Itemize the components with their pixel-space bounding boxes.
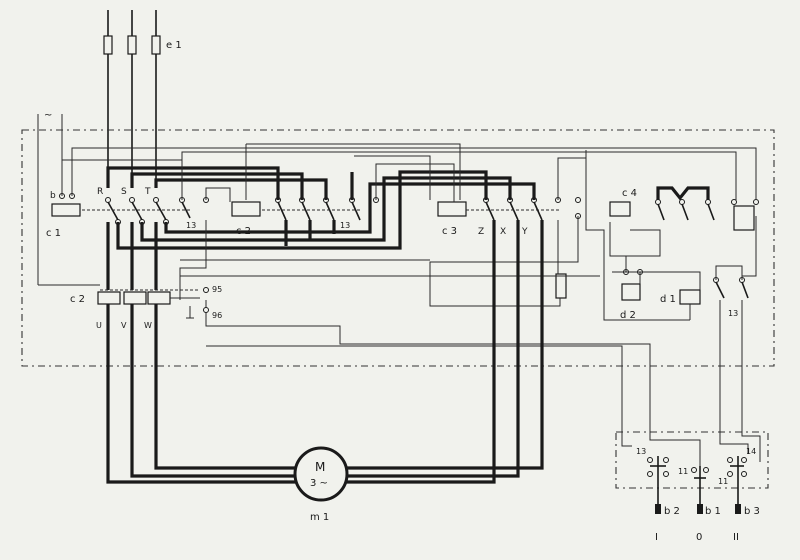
- motor-m1: M 3 ~ m 1: [293, 446, 349, 523]
- terminal-14: 14: [746, 447, 756, 456]
- motor-letter: M: [315, 460, 325, 474]
- phase-r: R: [97, 187, 103, 197]
- coil-d2: [621, 283, 641, 301]
- coil-c2: [231, 201, 261, 217]
- contactor-c1: b c 1: [46, 191, 81, 239]
- control-enclosure: [615, 431, 769, 489]
- phase-s: S: [121, 187, 127, 197]
- overload-relay: c 2 95 96 U V W: [70, 285, 222, 330]
- aux-13-b: 13: [340, 221, 350, 230]
- label-d1: d 1: [660, 294, 676, 305]
- label-overload: c 2: [70, 294, 85, 305]
- terminal-11-a: 11: [678, 467, 688, 476]
- fuse-r: [103, 35, 113, 55]
- position-0: 0: [696, 532, 702, 543]
- main-contacts: 13: [82, 197, 196, 230]
- terminal-11-b: 11: [718, 477, 728, 486]
- label-c3: c 3: [442, 226, 457, 237]
- ac-symbol: ~: [44, 110, 52, 121]
- terminal-b: b: [50, 191, 56, 201]
- terminal-u: U: [96, 321, 102, 330]
- coil-c4: [609, 201, 631, 217]
- terminal-13: 13: [636, 447, 646, 456]
- motor-phase: 3 ~: [310, 478, 328, 489]
- terminal-95: 95: [212, 285, 222, 294]
- position-ii: II: [733, 532, 739, 543]
- button-b2-actuator: [655, 504, 661, 514]
- button-b1-label: b 1: [705, 506, 721, 517]
- terminal-x: X: [500, 227, 506, 237]
- terminal-v: V: [121, 321, 127, 330]
- label-c1: c 1: [46, 228, 61, 239]
- coil-c3: [437, 201, 467, 217]
- terminal-z: Z: [478, 227, 484, 237]
- power-wiring: [106, 166, 536, 290]
- label-d2: d 2: [620, 310, 636, 321]
- terminal-w: W: [144, 321, 152, 330]
- fuse-group: e 1: [103, 10, 182, 55]
- relay-d1: d 1 13: [660, 277, 749, 318]
- position-i: I: [655, 532, 658, 543]
- fuse-t: [151, 35, 161, 55]
- resistor: [555, 273, 567, 299]
- terminal-y: Y: [521, 227, 528, 237]
- aux-13-a: 13: [186, 221, 196, 230]
- button-b3-actuator: [735, 504, 741, 514]
- contactor-c4: c 4: [609, 186, 759, 231]
- contactor-c3: c 3 Z X Y: [437, 197, 581, 237]
- button-b2-label: b 2: [664, 506, 680, 517]
- motor-label: m 1: [310, 512, 329, 523]
- terminal-96: 96: [212, 311, 222, 320]
- coil-d1: [679, 289, 701, 305]
- timer-d2: d 2: [620, 269, 643, 321]
- aux-13-d1: 13: [728, 309, 738, 318]
- fuse-s: [127, 35, 137, 55]
- coil-c1: [51, 203, 81, 217]
- label-c4: c 4: [622, 188, 637, 199]
- button-b3-label: b 3: [744, 506, 760, 517]
- fuse-label: e 1: [166, 40, 182, 51]
- control-wiring: [61, 143, 757, 402]
- panel-enclosure: [21, 129, 775, 367]
- control-station: 13 14 11 11 b 2 b 1 b 3 I 0 II: [615, 400, 769, 543]
- phase-t: T: [144, 187, 151, 197]
- button-b1-actuator: [697, 504, 703, 514]
- motor-cables: [106, 220, 544, 484]
